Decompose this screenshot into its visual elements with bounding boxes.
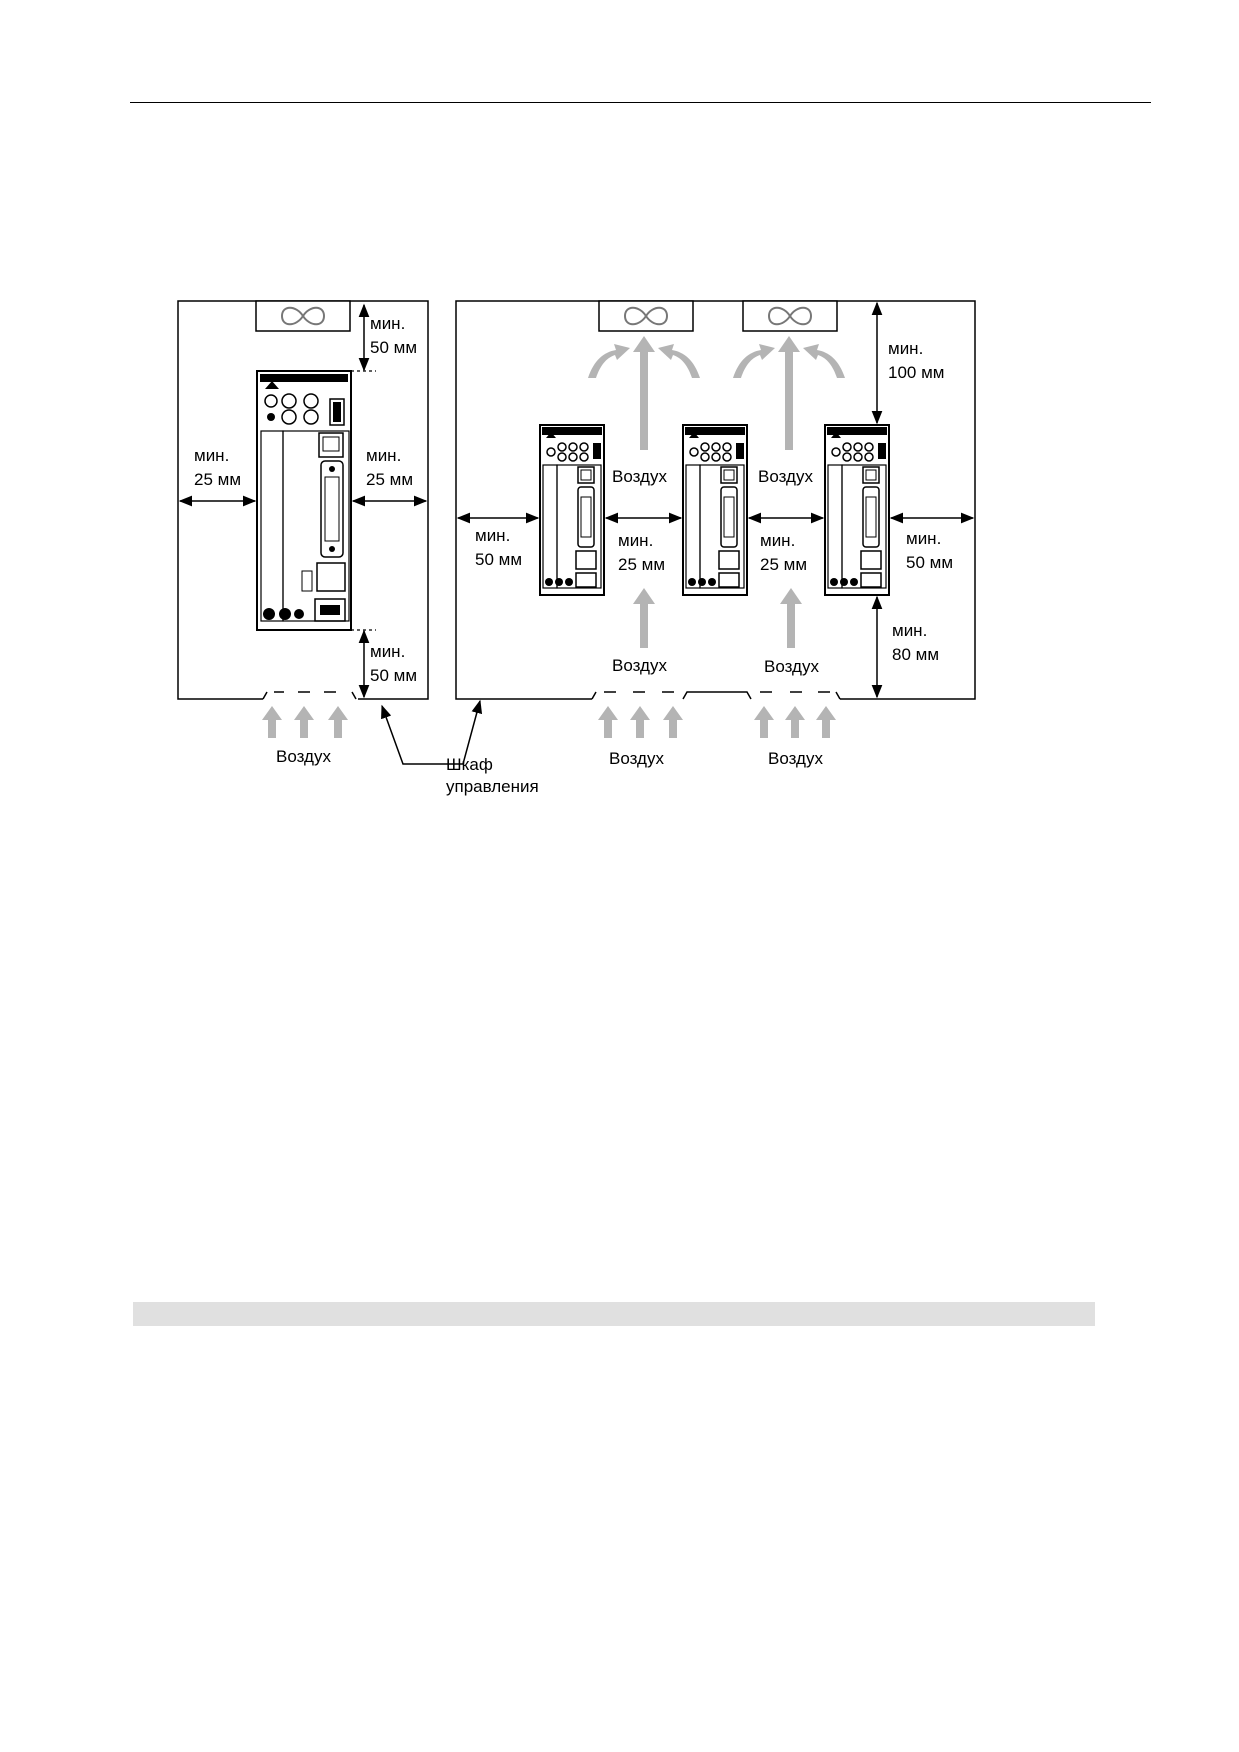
fan-infinity-icon-1 [598, 300, 694, 332]
right-cabinet-panel [455, 300, 976, 700]
right-left-gap-line2: 50 мм [475, 550, 522, 569]
right-bottom-gap-line1: мин. [892, 621, 927, 640]
left-bottom-gap-line1: мин. [370, 642, 405, 661]
air-inflow-arrows-right [598, 706, 836, 738]
fan-infinity-icon [255, 300, 351, 332]
between-gap-1-line1: мин. [618, 531, 653, 550]
left-left-gap-line2: 25 мм [194, 470, 241, 489]
section-bar [133, 1302, 1095, 1326]
left-bottom-gap-line2: 50 мм [370, 666, 417, 685]
between-gap-2-line2: 25 мм [760, 555, 807, 574]
air-bottom-label-1: Воздух [609, 749, 664, 768]
air-in-label-1: Воздух [612, 656, 667, 675]
servo-drive-icon-2 [682, 424, 748, 596]
between-gap-2-line1: мин. [760, 531, 795, 550]
air-bottom-label-2: Воздух [768, 749, 823, 768]
header-rule [130, 102, 1151, 103]
between-gap-1-line2: 25 мм [618, 555, 665, 574]
air-outflow-arrows [588, 336, 845, 648]
fan-infinity-icon-2 [742, 300, 838, 332]
left-top-gap-line1: мин. [370, 314, 405, 333]
air-up-label-1: Воздух [612, 467, 667, 486]
cabinet-label-line1: Шкаф [446, 755, 493, 774]
air-in-label-2: Воздух [764, 657, 819, 676]
servo-drive-icon-1 [539, 424, 605, 596]
right-top-gap-line2: 100 мм [888, 363, 944, 382]
left-right-gap-line2: 25 мм [366, 470, 413, 489]
air-up-label-2: Воздух [758, 467, 813, 486]
left-left-gap-line1: мин. [194, 446, 229, 465]
right-left-gap-line1: мин. [475, 526, 510, 545]
left-air-label: Воздух [276, 747, 331, 766]
right-right-gap-line2: 50 мм [906, 553, 953, 572]
servo-drive-icon [256, 370, 352, 631]
right-top-gap-line1: мин. [888, 339, 923, 358]
right-bottom-gap-line2: 80 мм [892, 645, 939, 664]
left-top-gap-line2: 50 мм [370, 338, 417, 357]
right-right-gap-line1: мин. [906, 529, 941, 548]
servo-drive-icon-3 [824, 424, 890, 596]
cabinet-label-line2: управления [446, 777, 539, 796]
left-right-gap-line1: мин. [366, 446, 401, 465]
air-inflow-arrows-left [262, 706, 348, 738]
